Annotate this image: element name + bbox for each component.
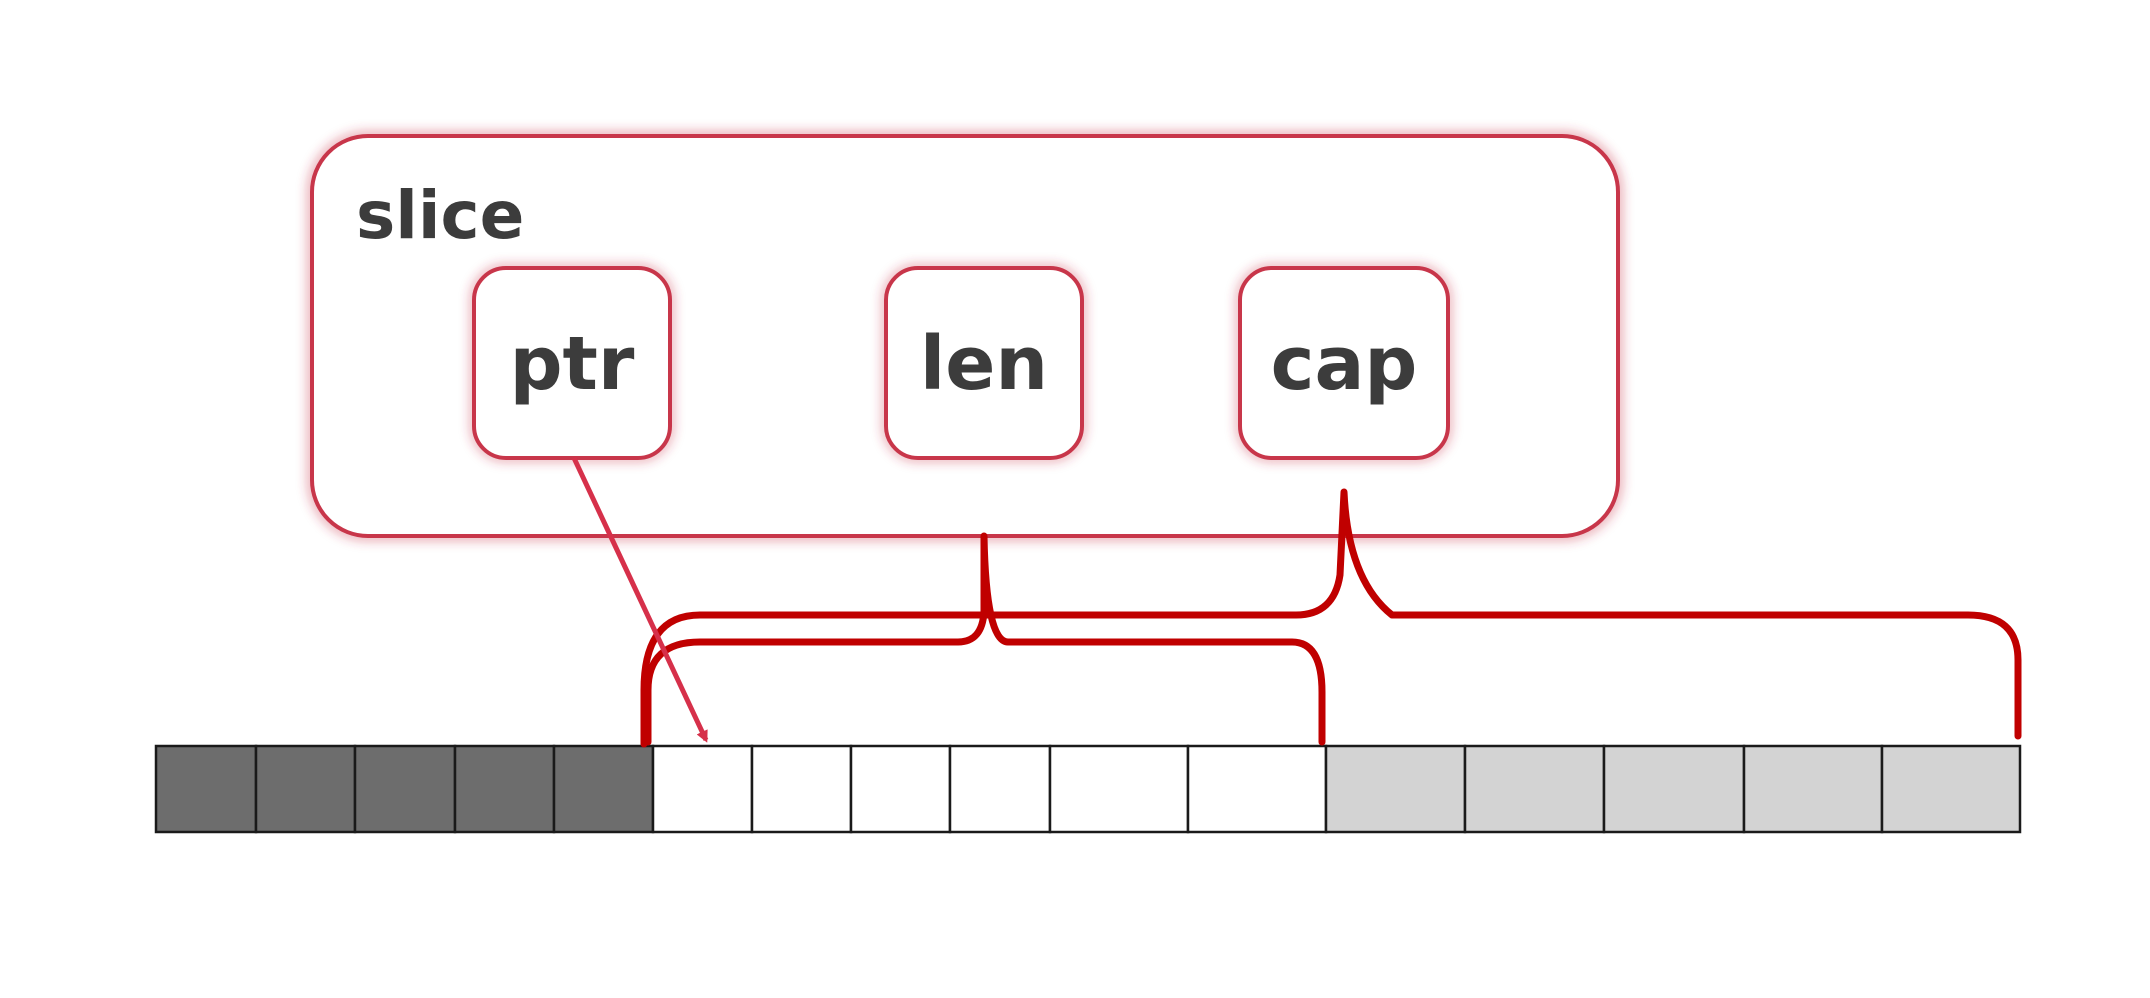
array-cell (353, 744, 457, 834)
field-len-box (884, 266, 1084, 460)
array-cell (1186, 744, 1328, 834)
backing-array (154, 744, 2022, 834)
array-cell (453, 744, 556, 834)
array-cell (1463, 744, 1606, 834)
slice-title: slice (356, 177, 524, 254)
field-ptr-box (472, 266, 672, 460)
array-cell (1048, 744, 1190, 834)
array-cell (154, 744, 258, 834)
array-cell (651, 744, 754, 834)
field-len-label: len (920, 321, 1048, 407)
field-ptr-label: ptr (510, 321, 635, 407)
array-cell (1742, 744, 1884, 834)
field-cap: cap (1235, 263, 1453, 463)
array-cell (254, 744, 357, 834)
field-ptr: ptr (469, 263, 675, 463)
array-cell (1880, 744, 2022, 834)
field-cap-box (1238, 266, 1450, 460)
array-cell (1602, 744, 1746, 834)
len-brace (644, 532, 1326, 746)
array-cell (1324, 744, 1467, 834)
array-cell (552, 744, 655, 834)
ptr-arrow (571, 456, 709, 743)
field-len: len (881, 263, 1087, 463)
field-cap-label: cap (1271, 321, 1418, 407)
array-cell (750, 744, 853, 834)
cap-brace (640, 488, 2022, 748)
array-cell (948, 744, 1052, 834)
array-cell (849, 744, 952, 834)
